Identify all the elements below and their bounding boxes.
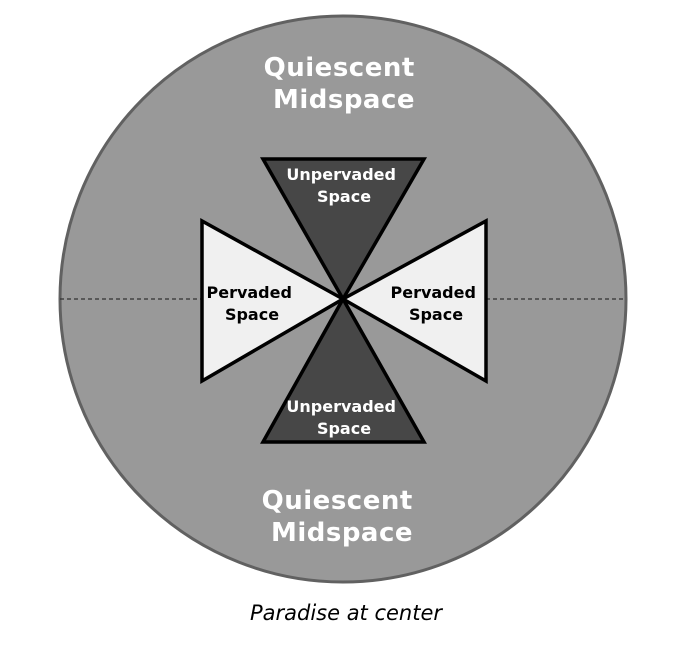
unpervaded-space-bottom-label: Unpervaded Space <box>286 397 401 438</box>
pervaded-left-line1: Pervaded <box>206 283 291 302</box>
quiescent-top-line1: Quiescent <box>264 53 415 83</box>
unpervaded-bottom-line2: Space <box>317 419 371 438</box>
quiescent-bottom-line2: Midspace <box>271 518 413 548</box>
unpervaded-space-bottom <box>260 295 428 444</box>
quiescent-top-line2: Midspace <box>273 85 415 115</box>
pervaded-right-line2: Space <box>409 305 463 324</box>
pervaded-space-left <box>200 218 347 385</box>
unpervaded-top-line1: Unpervaded <box>286 165 396 184</box>
pervaded-right-line1: Pervaded <box>390 283 475 302</box>
quiescent-midspace-top-label: Quiescent Midspace <box>264 53 425 115</box>
diagram-caption: Paradise at center <box>250 601 443 625</box>
unpervaded-top-line2: Space <box>317 187 371 206</box>
pervaded-left-line2: Space <box>225 305 279 324</box>
quiescent-bottom-line1: Quiescent <box>262 486 413 516</box>
pervaded-space-left-label: Pervaded Space <box>206 283 297 324</box>
unpervaded-bottom-line1: Unpervaded <box>286 397 396 416</box>
pervaded-space-right-label: Pervaded Space <box>390 283 481 324</box>
unpervaded-space-top <box>259 157 428 303</box>
pervaded-space-right <box>339 218 488 385</box>
unpervaded-space-top-label: Unpervaded Space <box>286 165 401 206</box>
quiescent-midspace-bottom-label: Quiescent Midspace <box>262 486 423 548</box>
